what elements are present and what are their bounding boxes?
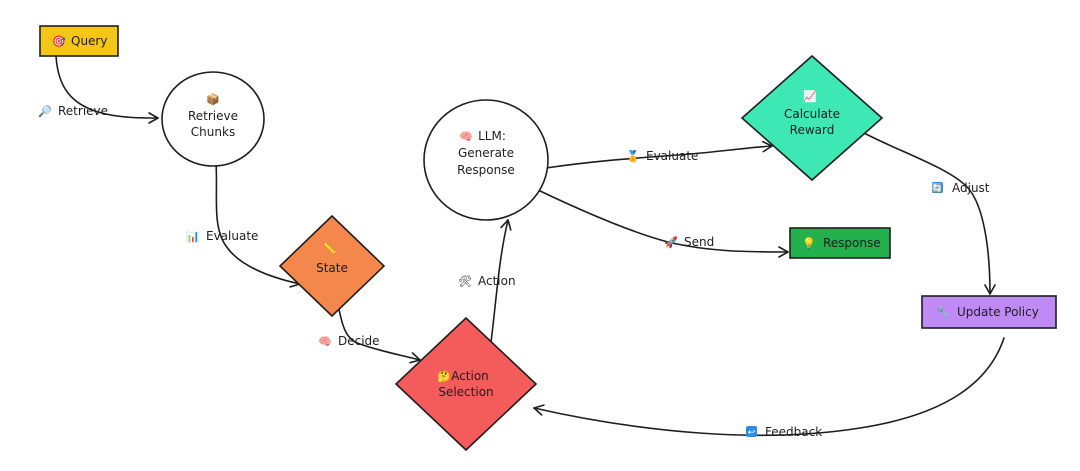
decide-edge-label: Decide — [338, 334, 380, 348]
node-response[interactable]: 💡 Response — [789, 227, 891, 259]
edge-retrieve-to-state — [215, 161, 301, 288]
adjust-edge-label: Adjust — [952, 181, 990, 195]
refresh-icon-bg — [932, 182, 943, 193]
node-calculate-reward[interactable]: 📈 Calculate Reward — [740, 54, 884, 182]
node-llm[interactable]: 🧠 LLM: Generate Response — [423, 99, 549, 221]
edge-llm-to-reward — [545, 140, 773, 169]
node-query[interactable]: 🎯 Query — [39, 25, 119, 57]
query-box — [39, 25, 119, 57]
ruler-icon: 📏 — [323, 242, 337, 255]
edge-policy-to-action-selection — [533, 337, 1005, 437]
action-selection-line2: Selection — [438, 385, 493, 399]
edge-llm-to-response — [537, 189, 789, 258]
rocket-icon: 🚀 — [664, 236, 678, 249]
action-selection-diamond — [394, 316, 538, 452]
llm-line2: Generate — [458, 146, 514, 160]
edge-reward-to-policy — [861, 131, 996, 295]
edge-action-selection-to-llm — [489, 219, 512, 351]
target-icon: 🎯 — [52, 35, 66, 48]
evaluate-edge-label-1: Evaluate — [206, 229, 258, 243]
state-diamond — [278, 214, 386, 318]
response-box — [789, 227, 891, 259]
update-policy-label: Update Policy — [957, 305, 1039, 319]
thinking-icon: 🤔 — [437, 370, 451, 383]
retrieve-edge-label: Retrieve — [58, 104, 108, 118]
refresh-icon: 🔄 — [932, 182, 943, 194]
wrench-icon: 🔧 — [936, 305, 950, 319]
brain-icon: 🧠 — [459, 130, 473, 143]
return-icon: ↩ — [748, 428, 756, 438]
node-retrieve-chunks[interactable]: 📦 Retrieve Chunks — [161, 71, 265, 167]
action-selection-line1: Action — [451, 369, 489, 383]
llm-circle — [423, 99, 549, 221]
node-state[interactable]: 📏 State — [278, 214, 386, 318]
edge-label-send: 🚀 Send — [664, 235, 714, 249]
query-label: Query — [71, 34, 107, 48]
node-update-policy[interactable]: 🔧 Update Policy — [921, 295, 1057, 329]
medal-icon: 🏅 — [626, 150, 640, 163]
edge-state-to-action-selection — [337, 303, 421, 364]
edge-label-retrieve: 🔎 Retrieve — [38, 104, 108, 118]
calculate-reward-line2: Reward — [790, 123, 835, 137]
edge-label-adjust: 🔄 Adjust — [932, 181, 990, 195]
return-icon-bg — [746, 426, 757, 437]
edge-label-evaluate-1: 📊 Evaluate — [186, 229, 258, 243]
llm-line3: Response — [457, 163, 515, 177]
calculate-reward-diamond — [740, 54, 884, 182]
retrieve-chunks-line2: Chunks — [191, 125, 235, 139]
action-edge-label: Action — [478, 274, 516, 288]
response-label: Response — [823, 236, 881, 250]
state-label: State — [316, 261, 348, 275]
edge-label-action: 🛠 Action — [458, 274, 516, 288]
tools-icon: 🛠 — [458, 275, 472, 288]
update-policy-box — [921, 295, 1057, 329]
retrieve-chunks-circle — [161, 71, 265, 167]
calculate-reward-line1: Calculate — [784, 107, 840, 121]
edge-label-feedback: ↩ Feedback — [746, 425, 822, 439]
send-edge-label: Send — [684, 235, 714, 249]
feedback-edge-label: Feedback — [765, 425, 822, 439]
chart-up-icon: 📈 — [803, 90, 817, 103]
evaluate-edge-label-2: Evaluate — [646, 149, 698, 163]
llm-line1: LLM: — [478, 129, 506, 143]
edge-label-evaluate-2: 🏅 Evaluate — [626, 149, 698, 163]
package-icon: 📦 — [206, 93, 220, 106]
edge-query-to-retrieve — [55, 55, 159, 124]
edge-label-decide: 🧠 Decide — [318, 334, 380, 348]
lightbulb-icon: 💡 — [802, 237, 816, 250]
node-action-selection[interactable]: 🤔 Action Selection — [394, 316, 538, 452]
bar-chart-icon: 📊 — [186, 230, 200, 243]
brain-small-icon: 🧠 — [318, 335, 332, 348]
retrieve-chunks-line1: Retrieve — [188, 109, 238, 123]
magnifier-icon: 🔎 — [38, 104, 52, 118]
